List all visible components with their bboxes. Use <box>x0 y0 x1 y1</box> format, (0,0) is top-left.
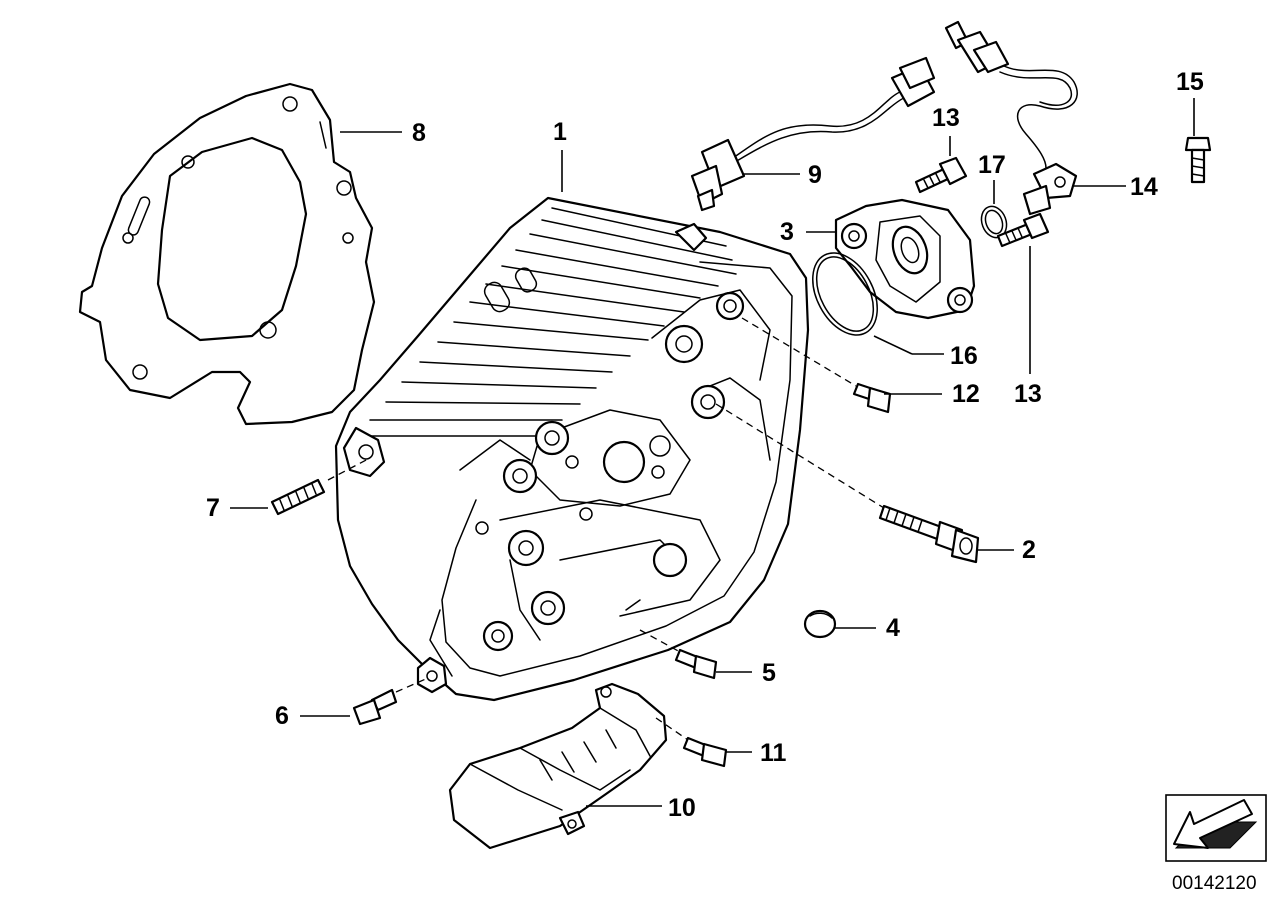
part-14-sensor <box>944 20 1078 216</box>
callout-10: 10 <box>668 794 696 822</box>
callout-labels: 1 2 3 4 5 6 7 8 9 10 11 12 13 13 14 15 1… <box>206 68 1204 822</box>
callout-13-lower: 13 <box>1014 380 1042 408</box>
callout-8: 8 <box>412 119 426 147</box>
part-7-stud <box>270 478 326 516</box>
callout-7: 7 <box>206 494 220 522</box>
part-11-bolt <box>682 736 728 768</box>
assembly-lines <box>327 317 885 741</box>
callout-5: 5 <box>762 659 776 687</box>
callout-2: 2 <box>1022 536 1036 564</box>
part-15-bolt <box>1184 136 1212 184</box>
callout-6: 6 <box>275 702 289 730</box>
callout-15: 15 <box>1176 68 1204 96</box>
part-8-gasket <box>78 82 376 426</box>
part-16-o-ring <box>812 252 878 336</box>
part-5-bolt <box>674 648 718 680</box>
part-3-cover <box>834 198 976 320</box>
callout-4: 4 <box>886 614 900 642</box>
callout-1: 1 <box>553 118 567 146</box>
arrow-badge-icon <box>1165 794 1267 862</box>
part-9-temperature-sensor <box>690 56 936 212</box>
part-12-bolt <box>852 382 892 414</box>
callout-9: 9 <box>808 161 822 189</box>
leader-lines <box>230 98 1195 807</box>
callout-16: 16 <box>950 342 978 370</box>
callout-3: 3 <box>780 218 794 246</box>
callout-12: 12 <box>952 380 980 408</box>
part-1-cylinder-head-cover <box>334 196 810 702</box>
part-10-cover <box>448 682 668 850</box>
callout-17: 17 <box>978 151 1006 179</box>
part-4-plug <box>803 609 837 639</box>
part-13-bolt-lower <box>996 212 1050 248</box>
part-6-bolt <box>352 688 398 726</box>
callout-13-upper: 13 <box>932 104 960 132</box>
callout-14: 14 <box>1130 173 1158 201</box>
diagram-code: 00142120 <box>1172 873 1257 894</box>
part-2-bolt <box>878 504 980 564</box>
part-13-bolt-upper <box>914 156 968 194</box>
callout-11: 11 <box>760 739 787 767</box>
